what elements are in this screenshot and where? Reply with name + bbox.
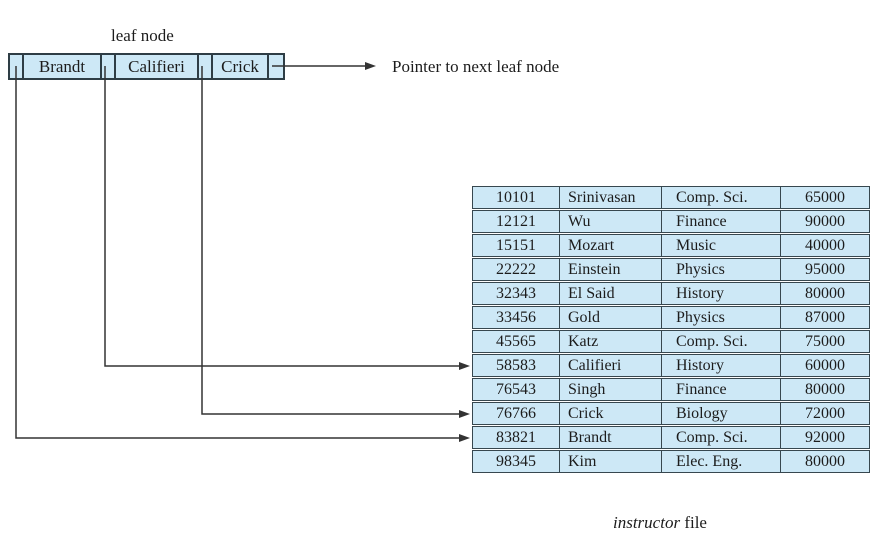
cell-name: Crick — [560, 403, 662, 424]
cell-name: Brandt — [560, 427, 662, 448]
next-leaf-pointer-cell — [269, 55, 283, 78]
cell-dept: Finance — [662, 379, 781, 400]
cell-salary: 80000 — [805, 452, 845, 470]
cell-id: 12121 — [473, 211, 560, 232]
key-cell: Califieri — [116, 55, 199, 78]
cell-salary: 60000 — [805, 356, 845, 374]
cell-name: Wu — [560, 211, 662, 232]
arrow-crick-record — [201, 66, 470, 418]
cell-id: 15151 — [473, 235, 560, 256]
cell-id: 22222 — [473, 259, 560, 280]
cell-name: Srinivasan — [560, 187, 662, 208]
cell-id: 76543 — [473, 379, 560, 400]
cell-salary: 80000 — [805, 284, 845, 302]
arrow-califieri-record — [104, 66, 470, 370]
cell-name: Katz — [560, 331, 662, 352]
cell-name: Gold — [560, 307, 662, 328]
cell-id: 58583 — [473, 355, 560, 376]
cell-name: Kim — [560, 451, 662, 472]
cell-salary: 75000 — [805, 332, 845, 350]
leaf-node-label: leaf node — [111, 26, 174, 45]
cell-dept: Physics — [662, 259, 781, 280]
cell-id: 45565 — [473, 331, 560, 352]
cell-dept: Comp. Sci. — [662, 427, 781, 448]
cell-dept: Elec. Eng. — [662, 451, 781, 472]
record-pointer-cell — [102, 55, 116, 78]
key-cell: Brandt — [24, 55, 102, 78]
record-pointer-cell — [199, 55, 213, 78]
cell-salary: 90000 — [805, 212, 845, 230]
cell-id: 83821 — [473, 427, 560, 448]
cell-name: Singh — [560, 379, 662, 400]
arrow-brandt-record — [15, 66, 470, 442]
cell-id: 98345 — [473, 451, 560, 472]
cell-dept: Comp. Sci. — [662, 187, 781, 208]
cell-salary: 95000 — [805, 260, 845, 278]
file-caption-suffix: file — [680, 513, 707, 532]
cell-name: Einstein — [560, 259, 662, 280]
cell-salary: 40000 — [805, 236, 845, 254]
cell-name: Mozart — [560, 235, 662, 256]
cell-salary: 65000 — [805, 188, 845, 206]
cell-id: 32343 — [473, 283, 560, 304]
key-cell: Crick — [213, 55, 269, 78]
file-caption-name: instructor — [613, 513, 681, 532]
cell-salary: 80000 — [805, 380, 845, 398]
cell-salary: 92000 — [805, 428, 845, 446]
leaf-node: Brandt Califieri Crick — [8, 53, 285, 80]
cell-dept: Biology — [662, 403, 781, 424]
cell-name: Califieri — [560, 355, 662, 376]
pointer-next-label: Pointer to next leaf node — [392, 57, 560, 76]
cell-dept: Physics — [662, 307, 781, 328]
cell-salary: 72000 — [805, 404, 845, 422]
cell-dept: Comp. Sci. — [662, 331, 781, 352]
cell-id: 33456 — [473, 307, 560, 328]
cell-salary: 87000 — [805, 308, 845, 326]
cell-id: 76766 — [473, 403, 560, 424]
cell-name: El Said — [560, 283, 662, 304]
cell-id: 10101 — [473, 187, 560, 208]
file-caption: instructor file — [613, 513, 707, 533]
cell-dept: Music — [662, 235, 781, 256]
cell-dept: History — [662, 283, 781, 304]
record-pointer-cell — [10, 55, 24, 78]
cell-dept: History — [662, 355, 781, 376]
cell-dept: Finance — [662, 211, 781, 232]
